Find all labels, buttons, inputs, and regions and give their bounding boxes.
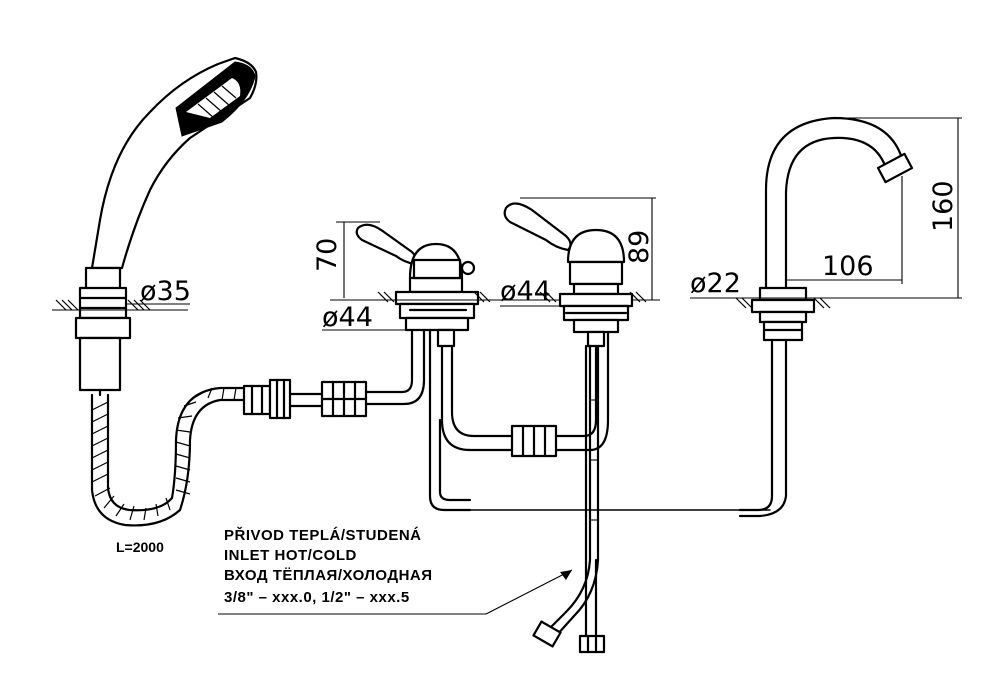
left-valve xyxy=(355,223,480,422)
dim-shower-diameter: ø35 xyxy=(140,276,191,307)
deck-left xyxy=(52,299,188,311)
right-valve xyxy=(503,202,634,348)
note-line-cz: PŘIVOD TEPLÁ/STUDENÁ xyxy=(224,526,422,544)
inlet-note: PŘIVOD TEPLÁ/STUDENÁ INLET HOT/COLD ВХОД… xyxy=(224,526,433,606)
middle-connector xyxy=(510,424,558,458)
spout xyxy=(738,116,914,518)
dim-spout-reach: 106 xyxy=(822,251,874,282)
hose-connectors xyxy=(242,378,368,420)
note-line-en: INLET HOT/COLD xyxy=(224,547,357,564)
hand-shower xyxy=(74,56,258,397)
dim-spout-height: 160 xyxy=(928,180,959,232)
dim-left-height: 70 xyxy=(312,238,343,272)
dim-spout-base: ø22 xyxy=(690,268,741,299)
hose-length-label: L=2000 xyxy=(116,539,164,555)
note-line-sizes: 3/8" – xxx.0, 1/2" – xxx.5 xyxy=(224,589,410,606)
dimension-lines xyxy=(126,117,962,615)
dim-right-height: 89 xyxy=(624,230,655,264)
dim-left-base: ø44 xyxy=(322,302,373,333)
note-line-ru: ВХОД ТЁПЛАЯ/ХОЛОДНАЯ xyxy=(224,567,433,584)
supply-hoses xyxy=(532,344,606,654)
dim-right-base: ø44 xyxy=(500,276,551,307)
dimension-labels: ø35 70 ø44 89 ø44 ø22 106 160 xyxy=(140,180,959,333)
shower-hose: L=2000 xyxy=(90,386,247,555)
